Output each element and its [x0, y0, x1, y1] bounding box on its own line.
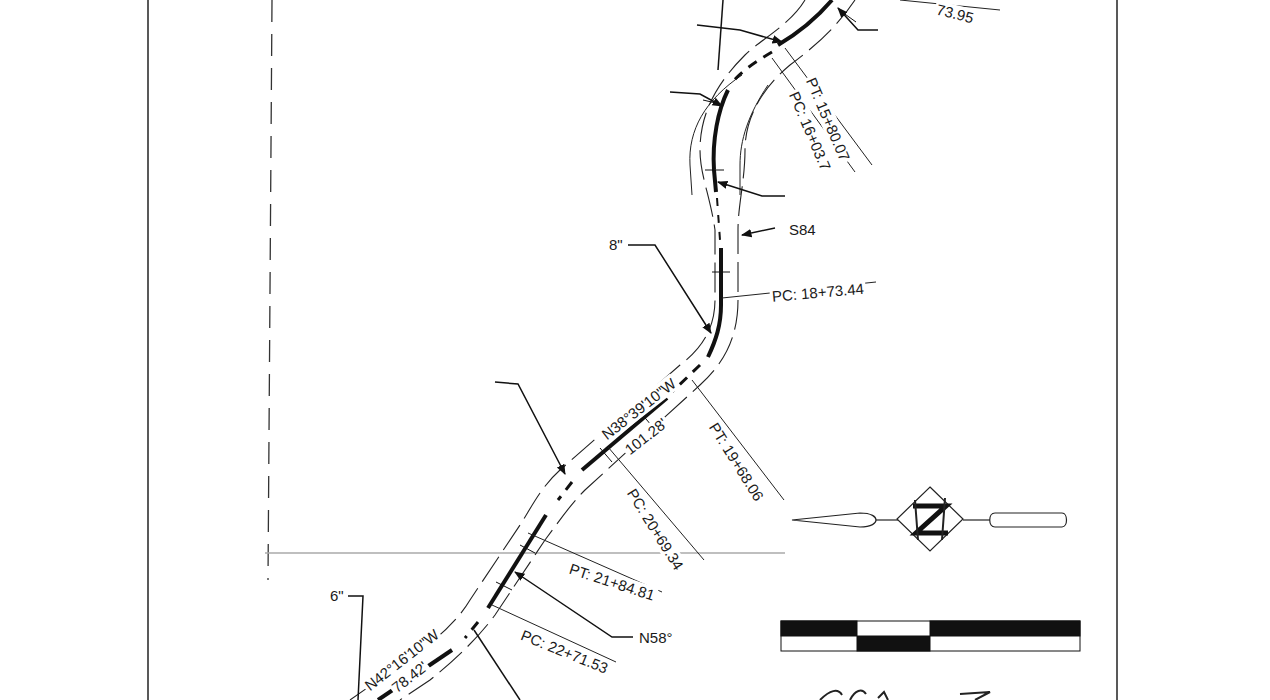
pipe-segment: [730, 52, 772, 85]
leader-line: [474, 630, 520, 700]
leader-line: [718, 182, 785, 196]
pipe-size: 8": [607, 236, 625, 253]
callout-label: N58°: [637, 629, 675, 646]
north-diamond: [897, 487, 963, 551]
road-edge: [350, 0, 805, 700]
road-edge: [400, 0, 855, 700]
leader-line: [348, 596, 363, 700]
station-label: PC: 18+73.44: [769, 279, 866, 304]
arrow-point: [792, 513, 876, 527]
north-symbol: [915, 498, 945, 540]
road-edge: [690, 75, 742, 195]
grid-line: [265, 552, 785, 554]
callout-label: S84: [787, 221, 818, 238]
leader-line: [670, 92, 722, 106]
arrow-tail: [990, 513, 1067, 527]
leader-line: [697, 25, 782, 42]
pipe-segment: [465, 622, 478, 638]
sheet-frame: [148, 0, 1117, 700]
frame-line: [147, 0, 149, 700]
pipe-segment: [778, 0, 832, 45]
leader-line: [838, 8, 878, 30]
frame-line: [1116, 0, 1118, 700]
pipe-centerline: [378, 0, 832, 700]
station-value: 73.95: [933, 0, 977, 26]
pipe-segment: [558, 482, 572, 500]
station-leaders: [492, 0, 1000, 662]
leader-line: [718, 0, 723, 70]
station-label: PT: 19+68.06: [705, 417, 769, 505]
station-line: [692, 380, 784, 500]
north-arrow: [792, 487, 1067, 551]
station-label: PC: 22+71.53: [517, 625, 613, 677]
pipe-segment: [488, 515, 546, 608]
leader-line: [742, 228, 775, 235]
station-label: PC: 20+69.34: [623, 483, 688, 574]
leader-line: [628, 245, 711, 333]
handwriting: [820, 691, 990, 700]
pipe-segment: [717, 198, 720, 240]
pipe-size: 6": [328, 587, 346, 604]
leader-line: [495, 382, 565, 474]
pipe-segment: [708, 248, 721, 357]
callout-leaders: [348, 0, 878, 700]
scale-bar: [781, 621, 1080, 651]
road-edge: [740, 85, 768, 195]
property-line: [268, 0, 272, 580]
station-label: PT: 21+84.81: [565, 559, 659, 604]
road-edges: [350, 0, 855, 700]
